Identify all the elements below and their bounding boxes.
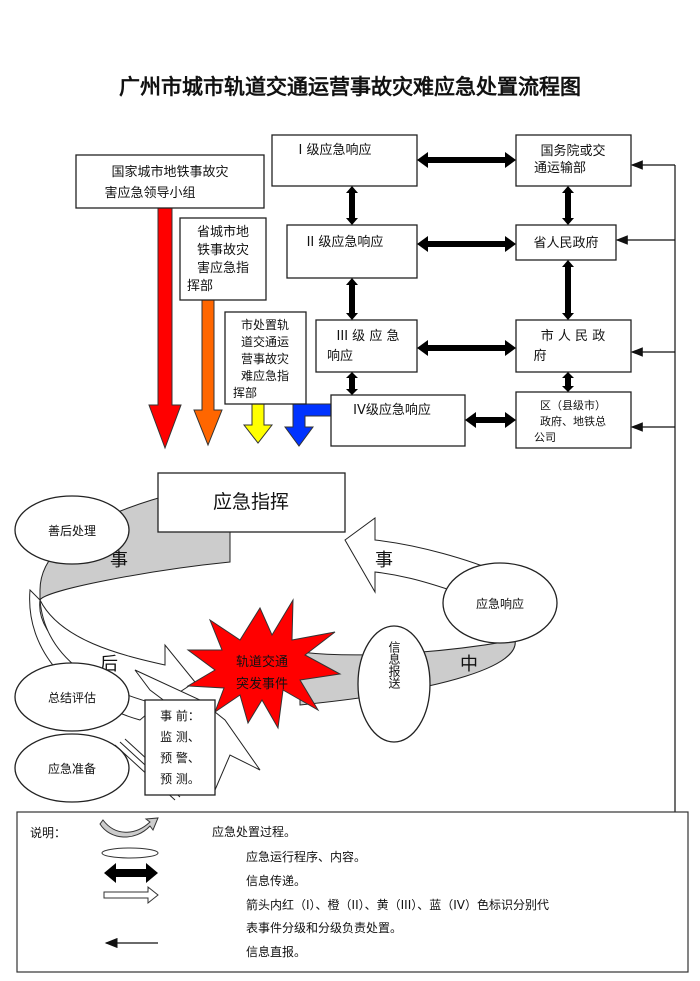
- svg-text:铁事故灾: 铁事故灾: [197, 242, 249, 258]
- svg-text:政府、地铁总: 政府、地铁总: [540, 414, 606, 428]
- stage-response: 应急响应: [442, 562, 558, 644]
- level-4-response-box: IV级应急响应: [330, 394, 466, 447]
- national-leading-group-box: 国家城市地铁事故灾 害应急领导小组: [75, 154, 265, 209]
- svg-text:响应: 响应: [327, 348, 353, 364]
- svg-text:表事件分级和分级负责处置。: 表事件分级和分级负责处置。: [246, 921, 402, 935]
- svg-text:公司: 公司: [534, 431, 556, 444]
- stage-info-report: 信息报送: [357, 625, 431, 743]
- direct-report-lines: [415, 160, 676, 823]
- emergency-command-box: 应急指挥: [157, 472, 346, 533]
- svg-text:府: 府: [533, 349, 546, 364]
- svg-text:营事故灾: 营事故灾: [241, 351, 289, 366]
- page-title: 广州市城市轨道交通运营事故灾难应急处置流程图: [119, 75, 581, 99]
- provincial-command-box: 省城市地 铁事故灾 害应急指 挥部: [179, 217, 267, 301]
- double-arrow-symbol-icon: [104, 863, 158, 883]
- stage-evaluation: 总结评估: [14, 662, 130, 732]
- svg-text:应急响应: 应急响应: [476, 596, 524, 611]
- svg-text:区（县级市）: 区（县级市）: [540, 398, 606, 412]
- process-symbol-icon: [99, 817, 159, 838]
- svg-text:突发事件: 突发事件: [236, 676, 288, 692]
- yellow-arrow: [242, 403, 274, 444]
- svg-text:轨道交通: 轨道交通: [236, 654, 288, 670]
- svg-text:害应急指: 害应急指: [197, 260, 249, 276]
- red-arrow: [148, 207, 182, 450]
- svg-text:害应急领导小组: 害应急领导小组: [104, 185, 195, 201]
- stage-aftermath: 善后处理: [14, 495, 130, 565]
- svg-text:市处置轨: 市处置轨: [241, 317, 289, 332]
- district-government-box: 区（县级市） 政府、地铁总 公司: [515, 391, 632, 449]
- svg-text:应急准备: 应急准备: [48, 761, 96, 776]
- stage-preparation: 应急准备: [14, 733, 130, 803]
- pre-event-box: 事 前： 监 测、 预 警、 预 测。: [144, 699, 216, 796]
- svg-text:善后处理: 善后处理: [48, 523, 96, 538]
- svg-text:预 测。: 预 测。: [160, 772, 200, 786]
- svg-text:挥部: 挥部: [233, 385, 257, 400]
- svg-text:市 人 民 政: 市 人 民 政: [541, 328, 605, 344]
- svg-text:应急指挥: 应急指挥: [213, 491, 289, 513]
- blue-arrow: [284, 403, 332, 447]
- svg-text:省人民政府: 省人民政府: [533, 236, 598, 251]
- state-council-box: 国务院或交 通运输部: [515, 134, 632, 187]
- svg-text:信息报送: 信息报送: [387, 641, 401, 690]
- svg-text:国家城市地铁事故灾: 国家城市地铁事故灾: [111, 164, 228, 180]
- level-1-response-box: I 级应急响应: [271, 134, 418, 187]
- city-command-box: 市处置轨 道交通运 营事故灾 难应急指 挥部: [224, 311, 307, 405]
- svg-text:III 级 应 急: III 级 应 急: [337, 328, 400, 344]
- double-arrows: [346, 152, 574, 428]
- svg-text:省城市地: 省城市地: [197, 224, 249, 240]
- incident-starburst: 轨道交通 突发事件: [186, 598, 342, 730]
- svg-text:事 前：: 事 前：: [160, 708, 200, 723]
- svg-text:应急运行程序、内容。: 应急运行程序、内容。: [246, 849, 366, 864]
- svg-text:说明：: 说明：: [30, 825, 66, 840]
- ring-label-2: 事: [375, 550, 393, 571]
- orange-arrow: [193, 299, 223, 447]
- ring-label-4: 中: [460, 654, 478, 675]
- svg-text:道交通运: 道交通运: [241, 334, 289, 349]
- hollow-arrow-symbol-icon: [103, 885, 159, 905]
- svg-text:国务院或交: 国务院或交: [540, 143, 605, 159]
- svg-text:难应急指: 难应急指: [241, 368, 289, 383]
- svg-text:监 测、: 监 测、: [160, 730, 200, 744]
- svg-text:应急处置过程。: 应急处置过程。: [212, 824, 296, 839]
- level-3-response-box: III 级 应 急 响应: [315, 319, 418, 373]
- svg-text:信息直报。: 信息直报。: [246, 944, 306, 959]
- svg-text:通运输部: 通运输部: [534, 160, 586, 176]
- city-government-box: 市 人 民 政 府: [515, 319, 632, 373]
- ring-label-1: 事: [110, 550, 128, 571]
- svg-text:箭头内红（I）、橙（II）、黄（III）、蓝（IV）色标识分: 箭头内红（I）、橙（II）、黄（III）、蓝（IV）色标识分别代: [246, 897, 549, 912]
- svg-text:I 级应急响应: I 级应急响应: [299, 142, 372, 158]
- provincial-government-box: 省人民政府: [515, 224, 617, 261]
- legend: 说明： 应急处置过程。 应急运行程序、内容。 信息传递。 箭头内红（I）、橙（I…: [16, 811, 689, 973]
- svg-text:预 警、: 预 警、: [160, 750, 200, 765]
- level-2-response-box: II 级应急响应: [286, 224, 418, 279]
- svg-text:总结评估: 总结评估: [48, 691, 96, 705]
- svg-text:信息传递。: 信息传递。: [246, 873, 306, 888]
- ellipse-symbol-icon: [101, 847, 159, 859]
- svg-text:挥部: 挥部: [187, 279, 213, 294]
- svg-text:II 级应急响应: II 级应急响应: [307, 234, 384, 250]
- svg-text:IV级应急响应: IV级应急响应: [353, 402, 431, 418]
